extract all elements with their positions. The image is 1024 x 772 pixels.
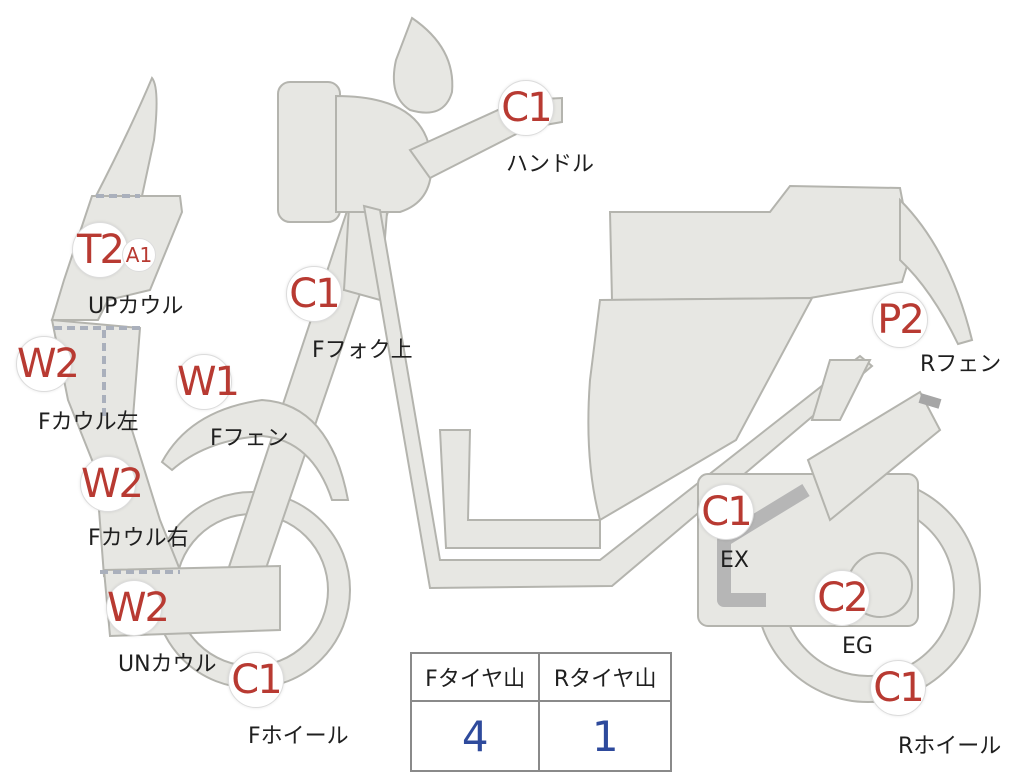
part-label: Fカウル左 (38, 410, 139, 435)
seat-body (587, 184, 914, 522)
damage-code-badge: C1 (228, 652, 284, 708)
damage-code-badge: C1 (870, 660, 926, 716)
part-label: Fホイール (248, 724, 349, 749)
mirror (392, 16, 454, 114)
damage-code-badge: C1 (498, 80, 554, 136)
part-label: Fフェン (210, 426, 289, 451)
damage-code-badge-secondary: A1 (122, 238, 156, 272)
damage-code-badge: W2 (80, 456, 144, 512)
part-label: Rフェン (920, 352, 1002, 377)
damage-code-badge: T2 (72, 222, 128, 278)
damage-code-badge: C2 (814, 570, 870, 626)
rear-strut (810, 359, 872, 421)
part-label: UNカウル (118, 652, 217, 677)
exhaust-pipe (717, 484, 810, 607)
shock-rod (918, 393, 942, 409)
part-label: EX (720, 548, 749, 573)
rear-tire-value: 1 (538, 700, 672, 772)
damage-code-badge: C1 (698, 484, 754, 540)
windscreen (94, 76, 158, 197)
tire-tread-table: Fタイヤ山 Rタイヤ山 4 1 (409, 652, 672, 772)
part-label: EG (842, 634, 873, 659)
part-label: ハンドル (506, 152, 595, 177)
part-label: Rホイール (898, 734, 1002, 759)
table-header-front-tire: Fタイヤ山 (409, 652, 541, 702)
table-row: 4 1 (409, 700, 672, 772)
damage-code-badge: W2 (16, 336, 80, 392)
part-label: Fカウル右 (88, 526, 189, 551)
swingarm (806, 390, 942, 522)
front-fender (160, 398, 350, 501)
main-frame (362, 204, 874, 590)
table-header-row: Fタイヤ山 Rタイヤ山 (409, 652, 672, 702)
damage-code-badge: W2 (106, 580, 170, 636)
front-tire-value: 4 (409, 700, 541, 772)
rear-fender (899, 197, 974, 346)
part-label: UPカウル (88, 294, 184, 319)
damage-code-badge: W1 (176, 354, 240, 410)
table-header-rear-tire: Rタイヤ山 (538, 652, 672, 702)
damage-code-badge: C1 (286, 266, 342, 322)
damage-code-badge: P2 (872, 292, 928, 348)
floor-board (438, 429, 601, 549)
part-label: Fフォク上 (312, 338, 413, 363)
